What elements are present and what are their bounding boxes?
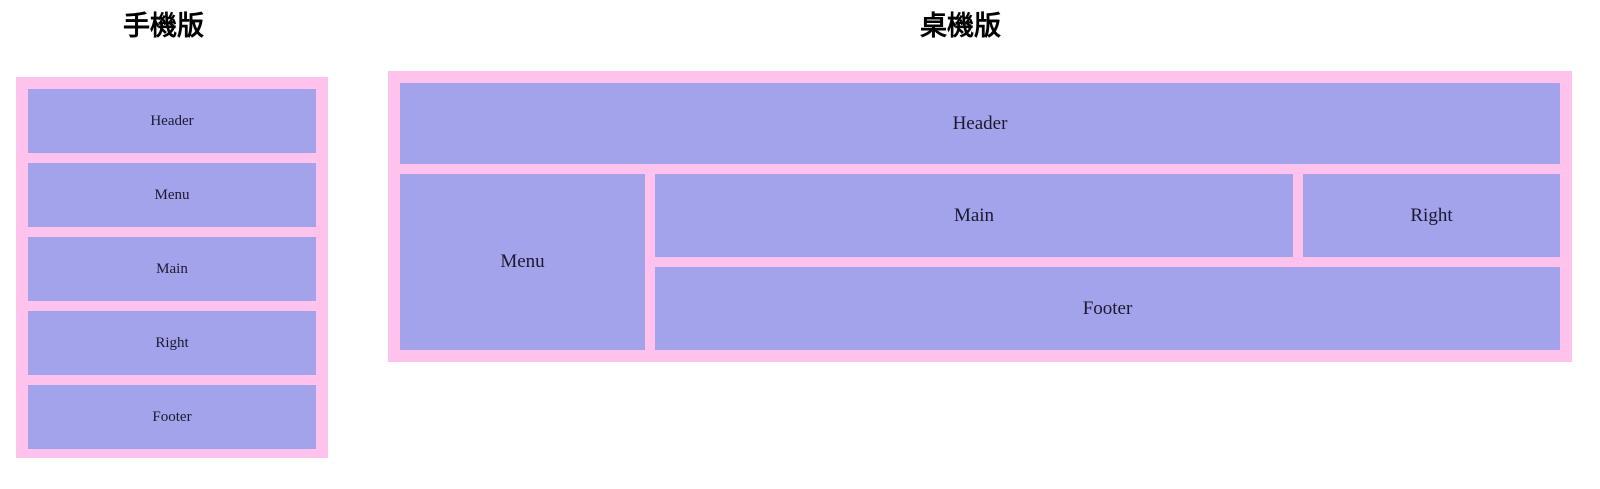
mobile-block-footer: Footer: [28, 385, 316, 449]
desktop-block-right: Right: [1303, 174, 1560, 257]
mobile-block-main: Main: [28, 237, 316, 301]
desktop-block-header: Header: [400, 83, 1560, 164]
desktop-block-main: Main: [655, 174, 1293, 257]
desktop-block-menu: Menu: [400, 174, 645, 350]
mobile-block-menu: Menu: [28, 163, 316, 227]
mobile-block-header: Header: [28, 89, 316, 153]
mobile-layout-container: Header Menu Main Right Footer: [16, 77, 328, 458]
mobile-section-title: 手機版: [123, 11, 204, 42]
desktop-block-footer: Footer: [655, 267, 1560, 350]
desktop-layout-container: Header Menu Main Right Footer: [388, 71, 1572, 362]
desktop-section-title: 桌機版: [920, 11, 1001, 42]
mobile-block-right: Right: [28, 311, 316, 375]
